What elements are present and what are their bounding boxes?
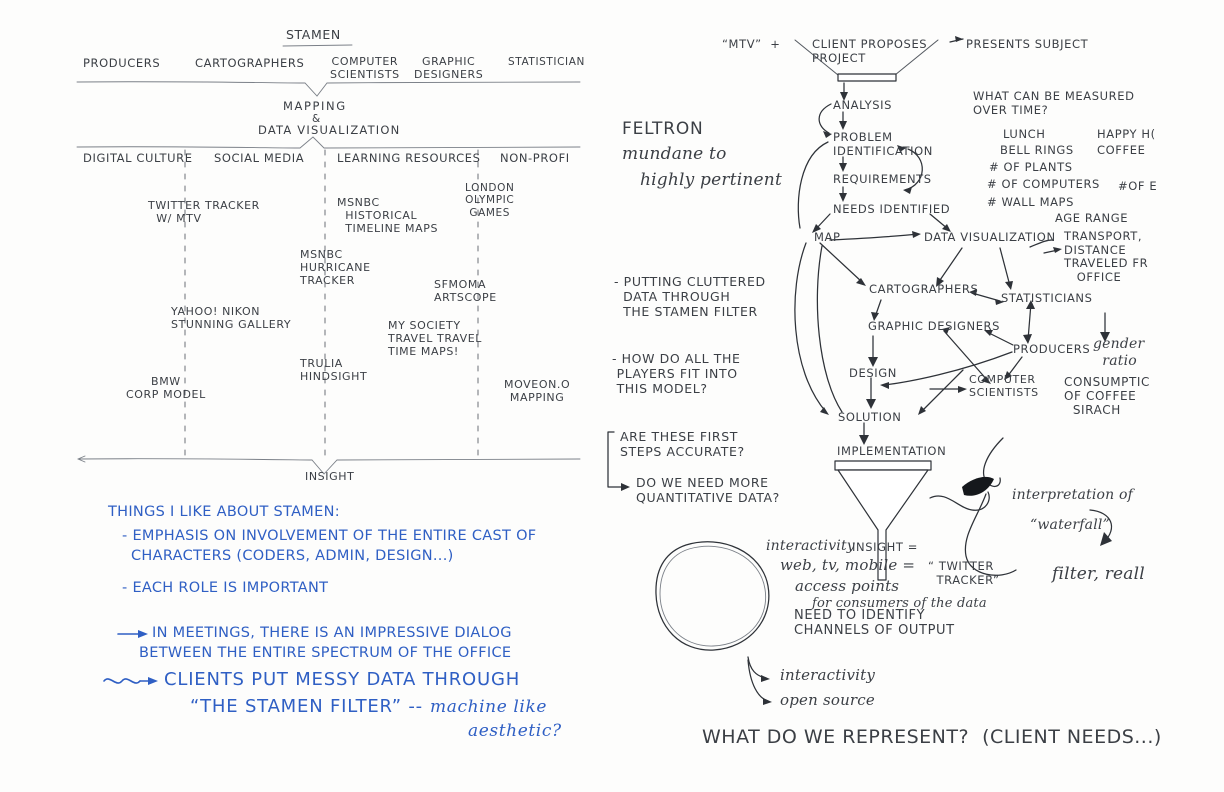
role-label-producers: PRODUCERS <box>83 56 161 70</box>
bottom-web-tv-mobile: web, tv, mobile = <box>780 556 916 574</box>
measure-item-wall-maps: # WALL MAPS <box>987 195 1074 209</box>
notes-bullet-2: - EACH ROLE IS IMPORTANT <box>122 580 329 596</box>
notes-heading: THINGS I LIKE ABOUT STAMEN: <box>108 504 340 520</box>
bottom-need-identify: NEED TO IDENTIFY CHANNELS OF OUTPUT <box>794 608 955 639</box>
side-note-quantitative: DO WE NEED MORE QUANTITATIVE DATA? <box>636 475 780 505</box>
project-sfmoma-artscope: SFMOMA ARTSCOPE <box>434 278 497 304</box>
node-computer-scientists: COMPUTER SCIENTISTS <box>969 373 1039 399</box>
bottom-consumers: for consumers of the data <box>812 596 987 611</box>
age-range-label: AGE RANGE <box>1055 211 1129 225</box>
bottom-arrow-open-source: open source <box>780 691 875 709</box>
measure-item-plants: # of PLANTS <box>989 160 1073 174</box>
waterfall-line3: filter, reall <box>1052 564 1145 584</box>
measure-item-happy-hour: HAPPY H( <box>1097 127 1156 141</box>
notes-bullet-1b: CHARACTERS (CODERS, ADMIN, DESIGN...) <box>131 548 454 564</box>
node-producers: PRODUCERS <box>1013 342 1091 356</box>
role-label-computer-scientists: COMPUTER SCIENTISTS <box>330 55 400 81</box>
side-note-first-steps: ARE THESE FIRST STEPS ACCURATE? <box>620 429 745 459</box>
flow-step-analysis: ANALYSIS <box>833 98 893 112</box>
node-design: DESIGN <box>849 366 897 380</box>
notes-bullet-3: IN MEETINGS, THERE IS AN IMPRESSIVE DIAL… <box>152 625 512 641</box>
bottom-twitter-tracker: “ TWITTER TRACKER” <box>928 559 1000 587</box>
side-note-clutter: - PUTTING CLUTTERED DATA THROUGH THE STA… <box>614 274 766 319</box>
age-range-detail: TRANSPORT, DISTANCE TRAVELED FR OFFICE <box>1064 229 1149 284</box>
project-yahoo-nikon: YAHOO! NIKON STUNNING GALLERY <box>171 305 292 331</box>
middle-band-line2: & <box>312 113 321 125</box>
bottom-access-points: access points <box>795 577 900 595</box>
left-diagram-outcome: INSIGHT <box>305 470 355 483</box>
category-social-media: SOCIAL MEDIA <box>214 151 305 165</box>
right-top-client-proposes: CLIENT PROPOSES PROJECT <box>812 37 928 65</box>
notes-bullet-4: CLIENTS PUT MESSY DATA THROUGH <box>164 669 521 690</box>
notes-bullet-1: - EMPHASIS ON INVOLVEMENT OF THE ENTIRE … <box>122 528 537 544</box>
right-top-mtv: “MTV” + <box>722 37 781 51</box>
waterfall-line2: “waterfall” <box>1030 517 1110 533</box>
middle-band-line3: DATA VISUALIZATION <box>258 123 401 137</box>
project-my-society: MY SOCIETY TRAVEL TRAVEL TIME MAPS! <box>388 319 482 358</box>
flow-step-requirements: REQUIREMENTS <box>833 172 932 186</box>
flow-step-problem-identification: PROBLEM IDENTIFICATION <box>833 130 934 158</box>
feltron-line2: highly pertinent <box>640 170 782 190</box>
waterfall-line1: interpretation of <box>1012 487 1134 503</box>
project-bmw-corp-model: BMW CORP MODEL <box>126 375 206 401</box>
node-graphic-designers: GRAPHIC DESIGNERS <box>868 319 1001 333</box>
node-map: MAP <box>814 230 841 244</box>
left-diagram-title: STAMEN <box>286 27 341 42</box>
project-msnbc-historical: MSNBC HISTORICAL TIMELINE MAPS <box>337 196 439 235</box>
middle-band-line1: MAPPING <box>283 99 347 113</box>
project-london-olympics: LONDON OLYMPIC GAMES <box>465 182 515 219</box>
project-msnbc-hurricane: MSNBC HURRICANE TRACKER <box>300 248 371 287</box>
notes-bullet-4b: “THE STAMEN FILTER” -- <box>190 696 423 717</box>
role-label-cartographers: CARTOGRAPHERS <box>195 56 305 70</box>
feltron-line1: mundane to <box>622 144 727 164</box>
project-moveon-mapping: MOVEON.O MAPPING <box>504 378 571 404</box>
node-cartographers: CARTOGRAPHERS <box>869 282 979 296</box>
side-note-players: - HOW DO ALL THE PLAYERS FIT INTO THIS M… <box>612 351 741 396</box>
measure-item-lunch: LUNCH <box>1003 127 1046 141</box>
category-non-profit: NON-PROFI <box>500 151 570 165</box>
flow-step-needs-identified: NEEDS IDENTIFIED <box>833 202 951 216</box>
node-implementation: IMPLEMENTATION <box>837 444 947 458</box>
bottom-arrow-interactivity: interactivity <box>780 666 876 684</box>
project-trulia-hindsight: TRULIA HINDSIGHT <box>300 357 368 383</box>
bottom-insight: INSIGHT = <box>852 540 918 554</box>
bottom-question: WHAT DO WE REPRESENT? (client needs...) <box>702 726 1162 748</box>
node-data-visualization: DATA VISUALIZATION <box>924 230 1056 244</box>
project-twitter-tracker: TWITTER TRACKER w/ MTV <box>148 199 260 225</box>
bottom-interactivity: interactivity <box>766 538 855 554</box>
node-statisticians: STATISTICIANS <box>1001 291 1093 305</box>
feltron-name: FELTRON <box>622 119 704 139</box>
measure-item-computers: # of COMPUTERS <box>987 177 1100 191</box>
measure-heading: WHAT CAN BE MEASURED OVER TIME? <box>973 89 1135 117</box>
role-label-statistician: STATISTICIAN <box>508 56 585 68</box>
consumption-note: CONSUMPTIC OF COFFEE SIRACH <box>1064 375 1151 418</box>
category-learning-resources: LEARNING RESOURCES <box>337 151 481 165</box>
role-label-graphic-designers: GRAPHIC DESIGNERS <box>414 55 484 81</box>
notes-machine-like: machine like <box>430 697 548 717</box>
node-solution: SOLUTION <box>838 410 902 424</box>
category-digital-culture: DIGITAL CULTURE <box>83 151 193 165</box>
measure-item-hash-of-e: #of E <box>1118 179 1158 193</box>
measure-item-bell-rings: BELL RINGS <box>1000 143 1074 157</box>
notes-aesthetic: aesthetic? <box>468 721 562 741</box>
right-top-presents-subject: PRESENTS SUBJECT <box>966 37 1089 51</box>
measure-item-coffees: COFFEE <box>1097 143 1146 157</box>
gender-ratio-note: gender ratio <box>1093 336 1145 369</box>
notes-bullet-3b: BETWEEN THE ENTIRE SPECTRUM OF THE OFFIC… <box>139 645 512 661</box>
